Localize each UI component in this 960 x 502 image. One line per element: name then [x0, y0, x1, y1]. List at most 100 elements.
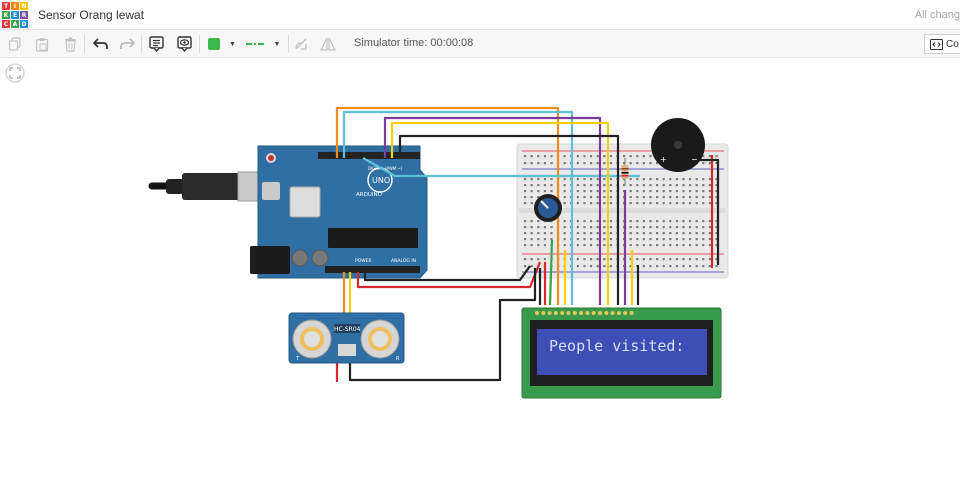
breadboard-hole	[537, 258, 540, 261]
design-title[interactable]: Sensor Orang lewat	[38, 8, 145, 22]
breadboard-hole	[675, 178, 678, 181]
paste-icon[interactable]	[33, 34, 51, 54]
breadboard-hole	[609, 232, 612, 235]
lcd-16x2[interactable]: People visited:	[521, 307, 722, 399]
ultrasonic-sensor[interactable]: HC-SR04 T R	[288, 312, 405, 364]
undo-icon[interactable]	[90, 34, 110, 54]
breadboard-hole	[636, 190, 639, 193]
lcd-pin	[604, 311, 609, 315]
breadboard-hole	[636, 196, 639, 199]
breadboard-hole	[524, 238, 527, 241]
wire-black	[398, 134, 620, 305]
breadboard-hole	[596, 258, 599, 261]
breadboard-hole	[563, 244, 566, 247]
usb-cable[interactable]	[148, 171, 261, 202]
breadboard-hole	[689, 220, 692, 223]
breadboard-hole	[662, 265, 665, 268]
breadboard-hole	[656, 196, 659, 199]
wire-type-picker[interactable]: ▼	[242, 34, 284, 54]
breadboard-hole	[537, 238, 540, 241]
breadboard-hole	[543, 155, 546, 158]
breadboard-hole	[629, 155, 632, 158]
breadboard-hole	[695, 184, 698, 187]
breadboard-hole	[636, 178, 639, 181]
copy-icon[interactable]	[6, 34, 24, 54]
breadboard-hole	[708, 184, 711, 187]
circuit-canvas[interactable]: ARDUINO UNO DIGITAL (PWM ~) POWER ANALOG…	[0, 59, 960, 502]
chevron-down-icon: ▼	[273, 40, 281, 48]
breadboard-hole	[649, 265, 652, 268]
breadboard-hole	[642, 202, 645, 205]
breadboard-hole	[543, 238, 546, 241]
delete-icon[interactable]	[61, 34, 79, 54]
zoom-fit-icon	[5, 63, 25, 83]
breadboard-hole	[550, 184, 553, 187]
wire-purple	[383, 116, 602, 305]
rotate-icon[interactable]	[292, 34, 310, 54]
arduino-uno[interactable]: ARDUINO UNO DIGITAL (PWM ~) POWER ANALOG…	[250, 145, 428, 279]
breadboard-hole	[682, 226, 685, 229]
potentiometer[interactable]	[534, 194, 562, 222]
breadboard-hole	[656, 244, 659, 247]
zoom-to-fit-button[interactable]	[5, 63, 25, 83]
breadboard-hole	[682, 178, 685, 181]
breadboard-hole	[524, 196, 527, 199]
breadboard-hole	[524, 178, 527, 181]
breadboard-hole	[715, 265, 718, 268]
breadboard-hole	[675, 238, 678, 241]
breadboard-hole	[642, 226, 645, 229]
color-swatch	[208, 38, 221, 50]
breadboard-hole	[590, 238, 593, 241]
breadboard-hole	[649, 238, 652, 241]
breadboard-hole	[583, 202, 586, 205]
logo-tile: A	[11, 20, 19, 28]
notes-visibility-icon[interactable]	[174, 34, 194, 54]
breadboard-hole	[702, 184, 705, 187]
piezo-buzzer[interactable]: + −	[651, 118, 705, 172]
breadboard-hole	[609, 220, 612, 223]
resistor[interactable]	[621, 158, 629, 186]
breadboard-hole	[675, 220, 678, 223]
notes-icon[interactable]	[146, 34, 166, 54]
breadboard-hole	[596, 220, 599, 223]
breadboard-hole	[656, 190, 659, 193]
wire-cyan-2	[362, 157, 640, 178]
breadboard-hole	[662, 220, 665, 223]
breadboard-hole	[590, 220, 593, 223]
breadboard-hole	[609, 184, 612, 187]
lcd-pin	[566, 311, 571, 315]
breadboard-hole	[656, 258, 659, 261]
arduino-model: UNO	[372, 176, 390, 185]
breadboard-hole	[702, 238, 705, 241]
wires[interactable]	[335, 106, 720, 382]
arduino-analog-label: ANALOG IN	[391, 258, 416, 264]
breadboard-hole	[649, 190, 652, 193]
breadboard-hole	[583, 232, 586, 235]
arduino-brand: ARDUINO	[356, 192, 383, 198]
breadboard-hole	[590, 190, 593, 193]
redo-icon[interactable]	[117, 34, 137, 54]
breadboard-hole	[669, 265, 672, 268]
mirror-icon[interactable]	[319, 34, 337, 54]
breadboard-hole	[662, 178, 665, 181]
breadboard-hole	[550, 178, 553, 181]
breadboard-hole	[537, 178, 540, 181]
breadboard-hole	[708, 155, 711, 158]
breadboard-hole	[702, 178, 705, 181]
breadboard-hole	[603, 184, 606, 187]
breadboard-hole	[583, 155, 586, 158]
breadboard-hole	[636, 162, 639, 165]
breadboard-hole	[590, 258, 593, 261]
breadboard-hole	[656, 178, 659, 181]
breadboard-hole	[669, 190, 672, 193]
breadboard-hole	[596, 184, 599, 187]
breadboard-hole	[576, 190, 579, 193]
breadboard-hole	[543, 232, 546, 235]
breadboard-hole	[596, 196, 599, 199]
code-button[interactable]: Co	[924, 34, 960, 54]
breadboard-hole	[530, 258, 533, 261]
breadboard-hole	[550, 190, 553, 193]
color-picker[interactable]: ▼	[204, 34, 240, 54]
breadboard-hole	[583, 226, 586, 229]
